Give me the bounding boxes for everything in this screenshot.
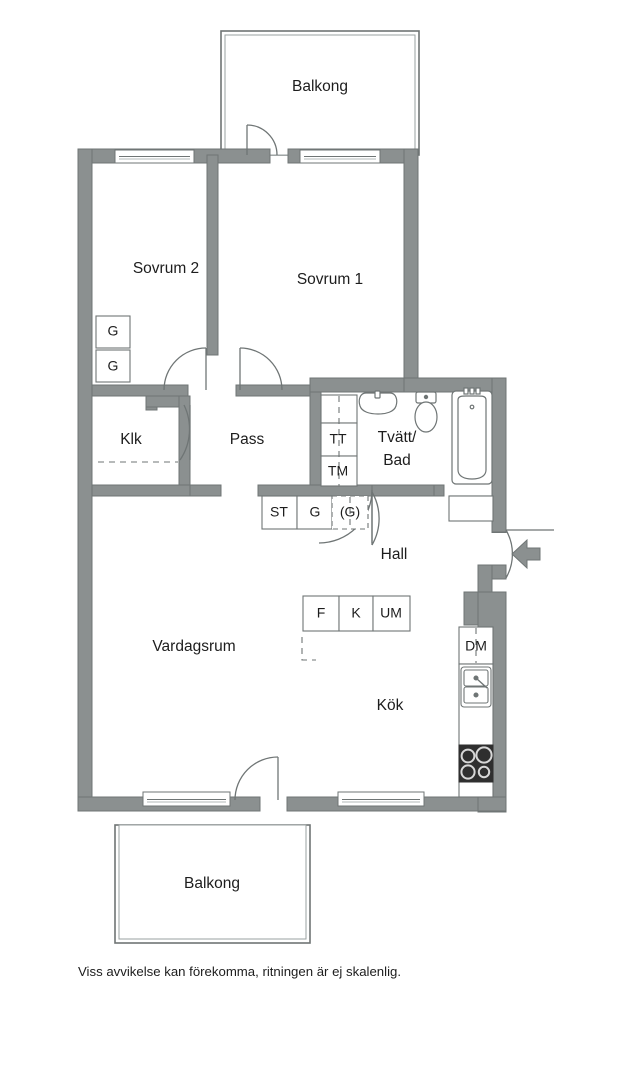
- bathroom-fixtures: [358, 387, 493, 485]
- cabinet-label-g-optional: (G): [340, 504, 360, 520]
- door-balkong-bottom: [234, 756, 279, 801]
- wardrobe-box-1: [95, 315, 131, 349]
- door-klk: [179, 404, 191, 461]
- dashed-guides: [98, 396, 477, 796]
- cabinet-label-tm: TM: [328, 463, 348, 479]
- cabinet-label-wardrobe-g1: G: [108, 323, 119, 339]
- hall-niche: [448, 495, 494, 522]
- cabinet-boxes: [95, 315, 494, 665]
- plan-caption: Viss avvikelse kan förekomma, ritningen …: [78, 964, 401, 979]
- room-label-tvatt-bad-line1: Tvätt/: [378, 429, 417, 446]
- kitchen-box-f: [302, 595, 340, 632]
- room-label-hall: Hall: [381, 546, 408, 563]
- wall-structure: [77, 148, 507, 813]
- cabinet-label-um: UM: [380, 605, 402, 621]
- cabinet-label-wardrobe-g2: G: [108, 358, 119, 374]
- kitchen-fixtures: [458, 663, 494, 798]
- balcony-bottom-outline: [114, 824, 311, 944]
- room-label-sovrum1: Sovrum 1: [297, 271, 363, 288]
- door-sovrum2: [163, 347, 207, 391]
- laundry-box-tm: [320, 455, 358, 487]
- wardrobe-box-2: [95, 349, 131, 383]
- sink-icon: [358, 390, 398, 415]
- balcony-top-outline: [220, 30, 420, 156]
- room-label-klk: Klk: [120, 431, 142, 448]
- closet-box-st: [261, 495, 298, 530]
- cabinet-label-tt: TT: [329, 431, 347, 447]
- kitchen-box-k: [338, 595, 374, 632]
- cabinet-label-g: G: [310, 504, 321, 520]
- cabinet-labels: G G TT TM ST G (G) F K UM DM: [108, 323, 487, 654]
- entrance-arrow-icon: [511, 538, 541, 570]
- room-label-pass: Pass: [230, 431, 265, 448]
- window-sovrum2: [114, 149, 195, 164]
- room-label-vardagsrum: Vardagsrum: [152, 638, 235, 655]
- window-kok: [337, 791, 425, 807]
- room-label-balkong-bottom: Balkong: [184, 875, 240, 892]
- stove-icon: [458, 744, 494, 783]
- door-tvatt-bad: [371, 491, 380, 546]
- cabinet-label-f: F: [317, 605, 326, 621]
- kitchen-box-um: [372, 595, 411, 632]
- room-label-tvatt-bad-line2: Bad: [383, 452, 411, 469]
- room-labels: Balkong Sovrum 2 Sovrum 1 Klk Pass Tvätt…: [120, 78, 417, 892]
- window-vardagsrum: [142, 791, 231, 807]
- cabinet-label-dm: DM: [465, 638, 487, 654]
- bathtub-icon: [451, 387, 493, 485]
- room-label-sovrum2: Sovrum 2: [133, 260, 199, 277]
- door-sovrum1: [239, 347, 283, 391]
- door-balkong-top: [246, 124, 278, 156]
- cabinet-label-k: K: [351, 605, 361, 621]
- room-label-kok: Kök: [377, 697, 404, 714]
- kitchen-base-dash: [301, 637, 316, 661]
- window-sovrum1: [299, 149, 381, 164]
- room-label-balkong-top: Balkong: [292, 78, 348, 95]
- windows: [114, 149, 425, 807]
- kitchen-sink-icon: [460, 666, 492, 708]
- cabinet-label-st: ST: [270, 504, 288, 520]
- toilet-icon: [414, 391, 438, 433]
